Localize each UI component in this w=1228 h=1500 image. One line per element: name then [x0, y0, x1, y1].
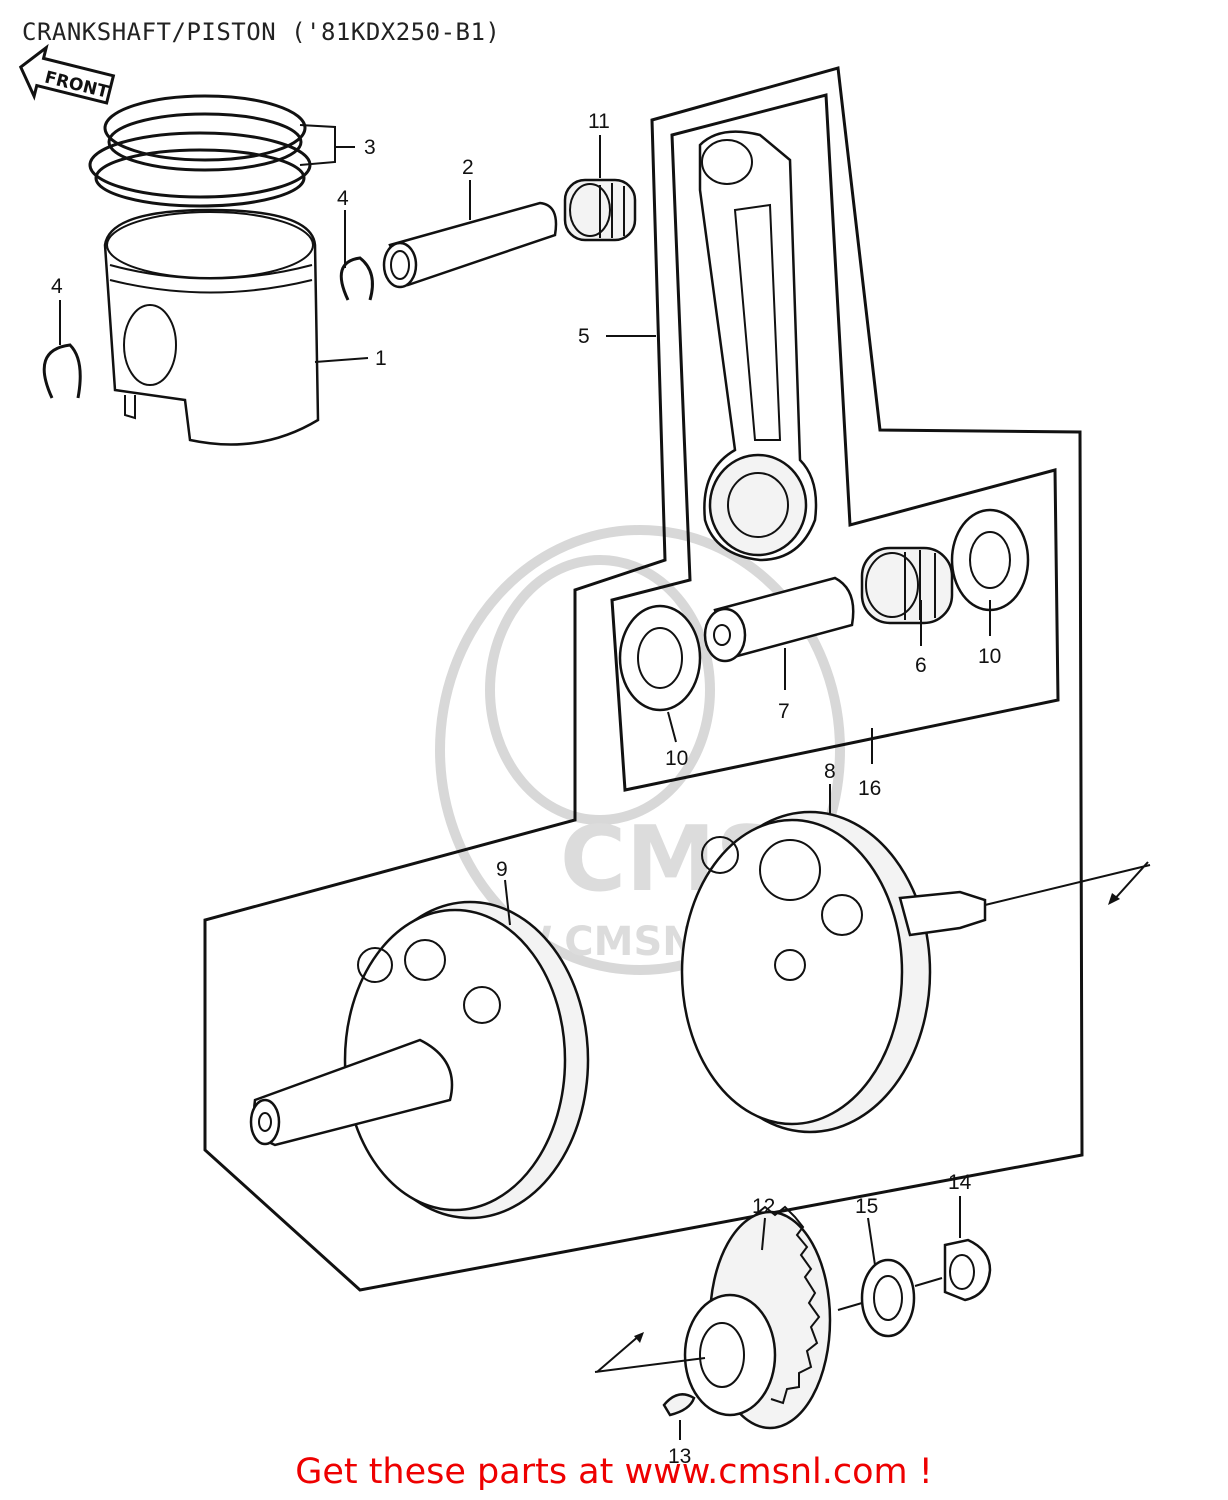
gear-washer: [860, 1258, 916, 1338]
page-title: CRANKSHAFT/PISTON ('81KDX250-B1): [22, 18, 501, 46]
callout-3: 3: [364, 136, 376, 159]
woodruff-key: [662, 1393, 696, 1417]
circlip-right: [339, 256, 374, 301]
callout-10-left: 10: [665, 747, 688, 770]
piston-rings: [88, 94, 312, 208]
callout-2: 2: [462, 156, 474, 179]
gear-nut: [914, 1238, 992, 1302]
piston-pin: [382, 201, 558, 289]
big-end-bearing: [860, 546, 954, 625]
callout-4-right: 4: [337, 187, 349, 210]
thrust-washer-left: [618, 604, 702, 712]
circlip-left: [42, 343, 82, 399]
crank-pin: [703, 576, 855, 663]
callout-7: 7: [778, 700, 790, 723]
crankshaft-assembly-outline: [203, 66, 1084, 1292]
callout-5: 5: [578, 325, 590, 348]
callout-10-right: 10: [978, 645, 1001, 668]
callout-labels: 1 2 3 4 4 5 6 7 8 9 10 10 11 12 13 14 15…: [51, 110, 1001, 1468]
primary-gear: [594, 1205, 863, 1430]
leader-lines: [59, 124, 991, 1440]
connecting-rod: [698, 130, 818, 562]
callout-15: 15: [855, 1195, 878, 1218]
axis-arrow-left-icon: [596, 1332, 644, 1373]
callout-11: 11: [588, 110, 610, 133]
thrust-washer-right: [950, 508, 1030, 612]
piston: [103, 208, 320, 446]
callout-16: 16: [858, 777, 881, 800]
callout-1: 1: [375, 347, 387, 370]
callout-4-left: 4: [51, 275, 63, 298]
front-arrow-icon: FRONT: [18, 43, 116, 105]
callout-13: 13: [668, 1445, 691, 1468]
small-end-bearing: [563, 178, 637, 242]
callout-9: 9: [496, 858, 508, 881]
callout-6: 6: [915, 654, 927, 677]
crank-flywheel-right: [680, 810, 1151, 1134]
callout-12: 12: [752, 1195, 775, 1218]
axis-arrow-right-icon: [1108, 861, 1149, 905]
callout-14: 14: [948, 1171, 972, 1194]
callout-8: 8: [824, 760, 836, 783]
crank-flywheel-left: [249, 900, 590, 1220]
promo-footer-link[interactable]: Get these parts at www.cmsnl.com !: [295, 1452, 933, 1492]
